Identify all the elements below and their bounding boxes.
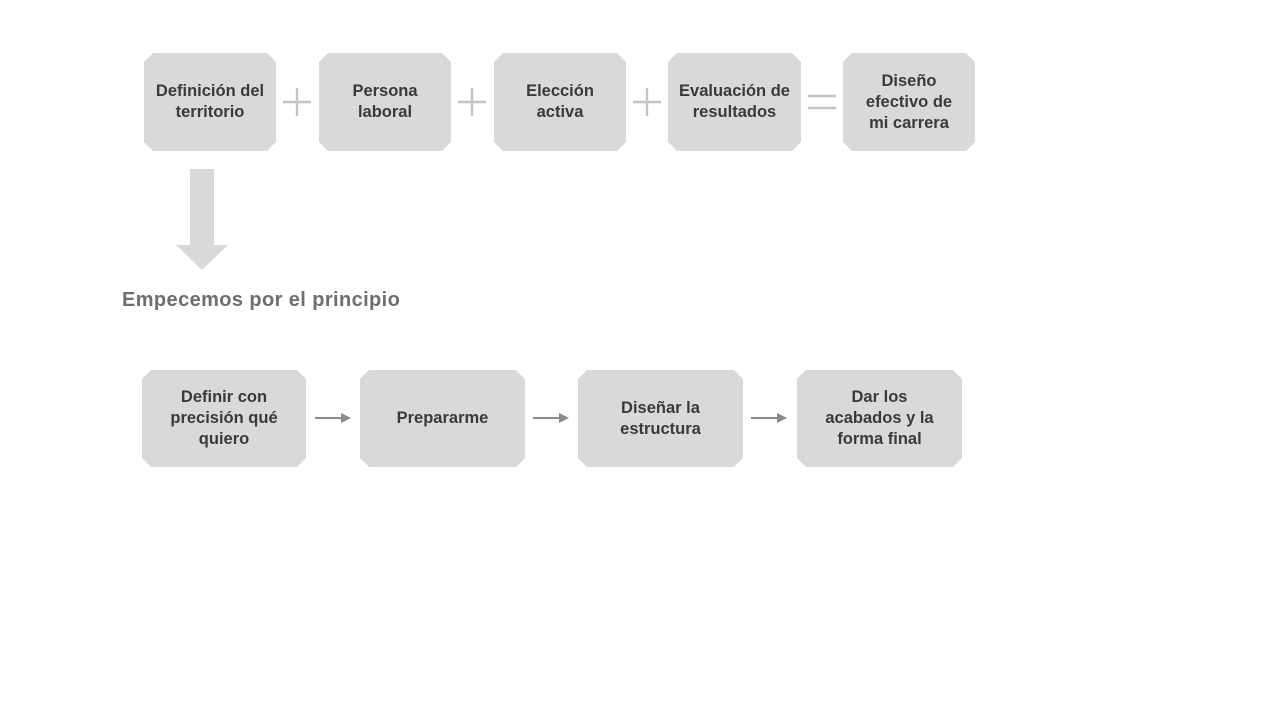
arrow-right-icon	[314, 411, 352, 425]
box-diseno-efectivo: Diseño efectivo de mi carrera	[843, 53, 975, 151]
equals-icon	[805, 85, 839, 119]
section-title: Empecemos por el principio	[122, 289, 401, 311]
arrow-right-icon	[750, 411, 788, 425]
box-label: Evaluación de resultados	[679, 82, 790, 121]
box-definir-precision: Definir con precisión qué quiero	[142, 370, 306, 467]
box-label: Diseñar la estructura	[620, 398, 701, 438]
box-label: Definición del territorio	[155, 82, 265, 121]
box-label: Prepararme	[396, 409, 489, 427]
plus-icon	[280, 85, 314, 119]
box-label: Dar los acabados y la forma final	[825, 388, 934, 448]
box-label: Persona laboral	[352, 82, 418, 121]
box-label: Diseño efectivo de mi carrera	[865, 71, 953, 132]
box-persona-laboral: Persona laboral	[319, 53, 451, 151]
box-label: Elección activa	[526, 82, 594, 121]
box-definicion-territorio: Definición del territorio	[144, 53, 276, 151]
box-dar-acabados: Dar los acabados y la forma final	[797, 370, 962, 467]
down-arrow-icon	[176, 169, 228, 270]
plus-icon	[630, 85, 664, 119]
box-disenar-estructura: Diseñar la estructura	[578, 370, 743, 467]
arrow-right-icon	[532, 411, 570, 425]
box-evaluacion-resultados: Evaluación de resultados	[668, 53, 801, 151]
box-label: Definir con precisión qué quiero	[170, 388, 278, 448]
box-eleccion-activa: Elección activa	[494, 53, 626, 151]
plus-icon	[455, 85, 489, 119]
box-prepararme: Prepararme	[360, 370, 525, 467]
